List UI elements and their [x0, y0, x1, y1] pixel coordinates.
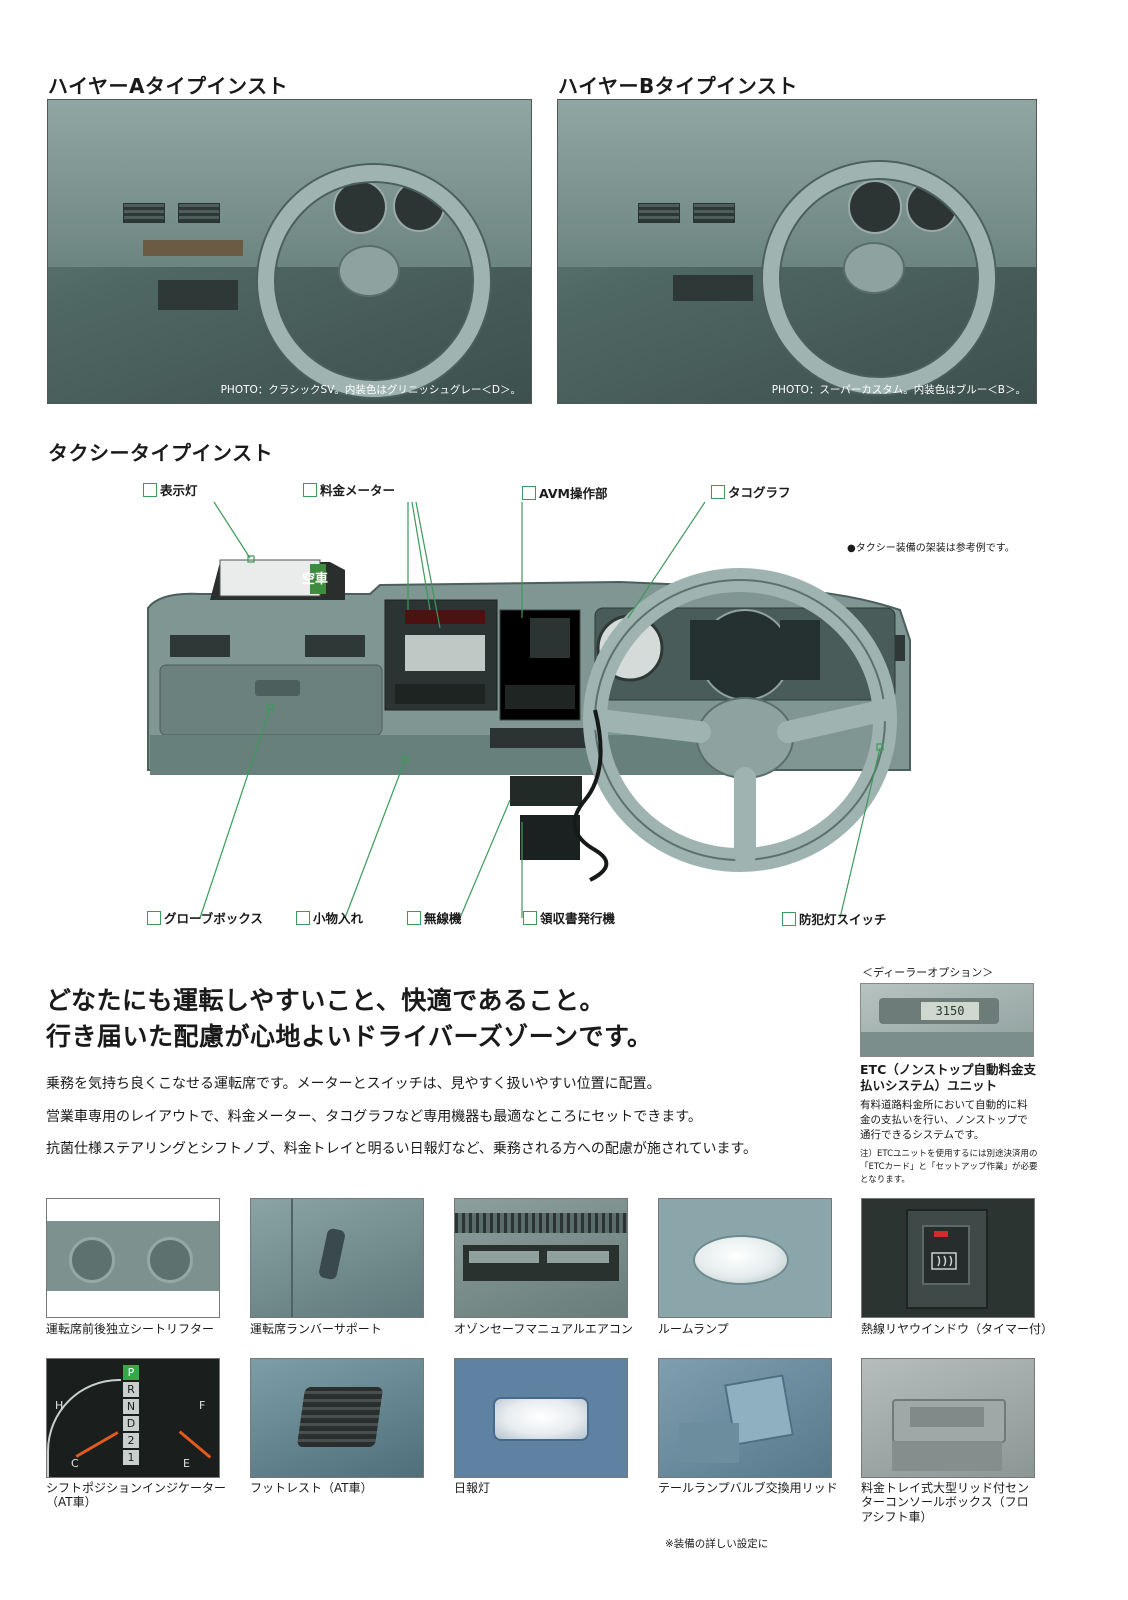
feature-photo-lumbar-support — [250, 1198, 424, 1318]
gear-n: N — [123, 1399, 139, 1414]
callout-storage: 小物入れ — [296, 908, 363, 927]
feature-photo-console-box — [861, 1358, 1035, 1478]
gear-1: 1 — [123, 1450, 139, 1465]
callout-receipt-printer: 領収書発行機 — [523, 908, 615, 927]
etc-display: 3150 — [921, 1002, 979, 1020]
callout-avm-panel: AVM操作部 — [522, 483, 607, 502]
hire-a-photo: PHOTO：クラシックSV。内装色はグリニッシュグレー＜D＞。 — [47, 99, 532, 404]
defogger-icon — [931, 1252, 957, 1270]
feature-photo-room-lamp — [658, 1198, 832, 1318]
feature-photo-seat-lifter — [46, 1198, 220, 1318]
feature-label-shift-indicator: シフトポジションインジケーター（AT車） — [46, 1481, 227, 1510]
feature-label-seat-lifter: 運転席前後独立シートリフター — [46, 1322, 215, 1336]
dealer-option-label: ＜ディーラーオプション＞ — [862, 966, 994, 979]
callout-tachograph: タコグラフ — [711, 482, 791, 501]
feature-label-lumbar-support: 運転席ランバーサポート — [250, 1322, 382, 1336]
checkbox-icon — [407, 910, 421, 925]
hire-b-photo: PHOTO：スーパーカスタム。内装色はブルー＜B＞。 — [557, 99, 1037, 404]
feature-photo-rear-defogger — [861, 1198, 1035, 1318]
gauge-letter-f: F — [199, 1399, 206, 1412]
checkbox-icon — [303, 482, 317, 497]
feature-label-tail-lamp-lid: テールランプバルブ交換用リッド — [658, 1481, 838, 1495]
feature-label-rear-defogger: 熱線リヤウインドウ（タイマー付） — [861, 1322, 1054, 1336]
gear-r: R — [123, 1382, 139, 1397]
etc-title: ETC（ノンストップ自動料金支払いシステム）ユニット — [860, 1062, 1036, 1093]
callout-glove-box: グローブボックス — [147, 908, 263, 927]
etc-unit-photo: 3150 — [860, 983, 1034, 1057]
checkbox-icon — [296, 910, 310, 925]
body-line-2: 営業車専用のレイアウトで、料金メーター、タコグラフなど専用機器も最適なところにセ… — [46, 1109, 702, 1125]
etc-body: 有料道路料金所において自動的に料金の支払いを行い、ノンストップで通行できるシステ… — [860, 1099, 1028, 1142]
checkbox-icon — [711, 484, 725, 499]
etc-note: 注）ETCユニットを使用するには別途決済用の「ETCカード」と「セットアップ作業… — [860, 1149, 1038, 1185]
taxi-title: タクシータイプインスト — [48, 441, 274, 465]
feature-photo-daily-report-light — [454, 1358, 628, 1478]
taxi-dashboard-illustration — [147, 501, 911, 919]
feature-photo-footrest — [250, 1358, 424, 1478]
gear-2: 2 — [123, 1433, 139, 1448]
body-line-1: 乗務を気持ち良くこなせる運転席です。メーターとスイッチは、見やすく扱いやすい位置… — [46, 1076, 661, 1092]
body-line-3: 抗菌仕様ステアリングとシフトノブ、料金トレイと明るい日報灯など、乗務される方への… — [46, 1141, 758, 1157]
gauge-letter-h: H — [55, 1399, 64, 1412]
checkbox-icon — [523, 910, 537, 925]
feature-photo-tail-lamp-lid — [658, 1358, 832, 1478]
feature-label-console-box: 料金トレイ式大型リッド付センターコンソールボックス（フロアシフト車） — [861, 1481, 1030, 1524]
callout-security-light-switch: 防犯灯スイッチ — [782, 909, 887, 928]
headline-line-2: 行き届いた配慮が心地よいドライバーズゾーンです。 — [46, 1022, 653, 1051]
gauge-letter-e: E — [183, 1457, 190, 1470]
checkbox-icon — [782, 911, 796, 926]
callout-fare-meter: 料金メーター — [303, 480, 395, 499]
feature-label-room-lamp: ルームランプ — [658, 1322, 729, 1336]
hire-a-title: ハイヤーAタイプインスト — [48, 74, 289, 98]
feature-photo-shift-indicator: H C F E P R N D 2 1 — [46, 1358, 220, 1478]
feature-label-footrest: フットレスト（AT車） — [250, 1481, 373, 1495]
feature-label-daily-report-light: 日報灯 — [454, 1481, 491, 1495]
headline-line-1: どなたにも運転しやすいこと、快適であること。 — [46, 986, 606, 1015]
callout-radio-unit: 無線機 — [407, 908, 462, 927]
gear-d: D — [123, 1416, 139, 1431]
taxi-note: ●タクシー装備の架装は参考例です。 — [847, 543, 1015, 554]
feature-label-air-conditioner: オゾンセーフマニュアルエアコン — [454, 1322, 633, 1336]
checkbox-icon — [143, 482, 157, 497]
callout-indicator-lamp: 表示灯 — [143, 480, 198, 499]
hire-a-caption: PHOTO：クラシックSV。内装色はグリニッシュグレー＜D＞。 — [220, 384, 521, 396]
footer-note: ※装備の詳しい設定に — [665, 1538, 769, 1550]
taxi-sign-text: 空車 — [301, 572, 328, 587]
gear-p: P — [123, 1365, 139, 1380]
hire-b-caption: PHOTO：スーパーカスタム。内装色はブルー＜B＞。 — [771, 384, 1026, 396]
gauge-letter-c: C — [71, 1457, 79, 1470]
checkbox-icon — [522, 485, 536, 500]
feature-photo-air-conditioner — [454, 1198, 628, 1318]
checkbox-icon — [147, 910, 161, 925]
hire-b-title: ハイヤーBタイプインスト — [558, 74, 798, 98]
